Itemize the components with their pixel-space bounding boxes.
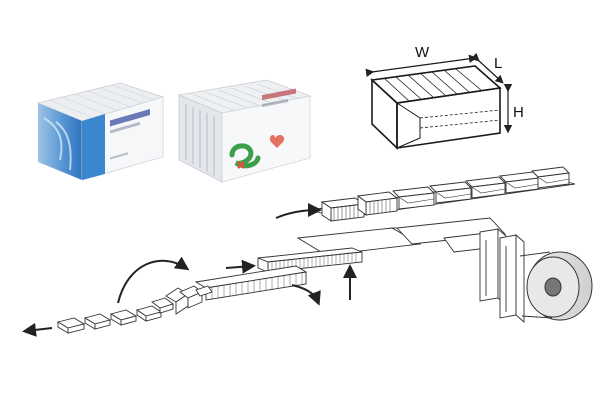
infeed-single-boxes — [56, 297, 174, 334]
lift-curved-arrow-icon — [117, 256, 190, 304]
infeed-arrow-icon — [22, 322, 53, 337]
lower-curved-arrow-icon — [291, 284, 321, 306]
length-label: L — [494, 55, 502, 72]
stacked-boxes-rail — [165, 247, 363, 315]
film-feed-guides — [479, 228, 525, 323]
stack-push-arrow-icon — [225, 259, 256, 274]
width-label: W — [415, 44, 430, 61]
length-dimension-arrow — [470, 52, 504, 84]
flow-arrows — [22, 203, 357, 337]
film-forming-section — [296, 217, 506, 256]
width-dimension-arrow — [365, 54, 478, 77]
white-product-box — [177, 79, 312, 183]
blue-product-box — [36, 82, 165, 181]
green-logo — [229, 135, 285, 169]
height-label: H — [513, 104, 524, 121]
film-roll-icon — [519, 251, 593, 321]
dimension-diagram — [370, 65, 502, 150]
finished-pack-conveyor — [309, 166, 576, 222]
upper-feed-curved-arrow-icon — [275, 203, 322, 219]
